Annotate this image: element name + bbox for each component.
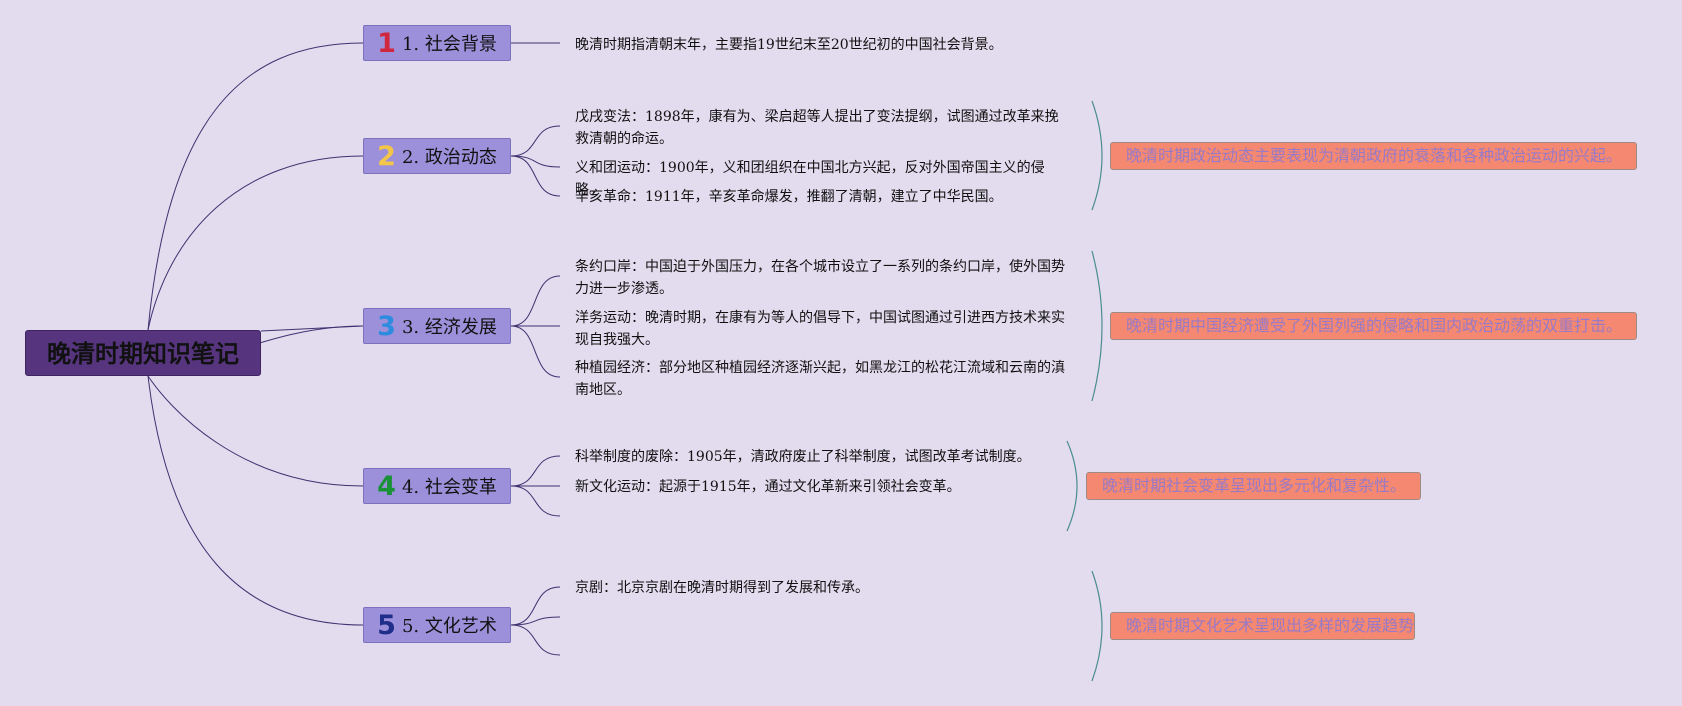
root-node[interactable]: 晚清时期知识笔记 xyxy=(25,330,261,376)
number-4-icon: 4 xyxy=(377,470,396,502)
note-2-3: 辛亥革命：1911年，辛亥革命爆发，推翻了清朝，建立了中华民国。 xyxy=(575,189,1003,205)
note-link-2-2 xyxy=(510,155,561,168)
note-2-2: 义和团运动：1900年，义和团组织在中国北方兴起，反对外国帝国主义的侵略。 xyxy=(575,160,1045,198)
note-3-3: 种植园经济：部分地区种植园经济逐渐兴起，如黑龙江的松花江流域和云南的滇南地区。 xyxy=(575,360,1065,398)
root-link-2 xyxy=(147,155,364,331)
topic-node-5[interactable]: 5 5. 文化艺术 xyxy=(363,607,511,643)
number-1-icon: 1 xyxy=(377,27,396,59)
number-3-icon: 3 xyxy=(377,310,396,342)
note-link-5-3 xyxy=(510,624,561,656)
topic-label-5: 5. 文化艺术 xyxy=(401,616,497,637)
topic-label-4: 4. 社会变革 xyxy=(401,477,497,498)
number-5-icon: 5 xyxy=(377,609,396,641)
root-link-1 xyxy=(147,42,364,331)
summary-bracket-2 xyxy=(1091,100,1103,211)
note-link-2-1 xyxy=(510,125,561,157)
note-5-1: 京剧：北京京剧在晚清时期得到了发展和传承。 xyxy=(575,580,869,596)
topic-label-1: 1. 社会背景 xyxy=(401,34,497,55)
root-link-side xyxy=(260,325,364,332)
summary-bracket-5 xyxy=(1091,570,1103,682)
note-link-5-2 xyxy=(510,616,561,626)
summary-box-2[interactable]: 晚清时期政治动态主要表现为清朝政府的衰落和各种政治运动的兴起。 xyxy=(1110,142,1637,170)
summary-box-5[interactable]: 晚清时期文化艺术呈现出多样的发展趋势。 xyxy=(1110,612,1415,640)
note-link-2-3 xyxy=(510,155,561,197)
note-link-5-1 xyxy=(510,586,561,626)
summary-box-3[interactable]: 晚清时期中国经济遭受了外国列强的侵略和国内政治动荡的双重打击。 xyxy=(1110,312,1637,340)
topic-node-3[interactable]: 3 3. 经济发展 xyxy=(363,308,511,344)
topic-node-1[interactable]: 1 1. 社会背景 xyxy=(363,25,511,61)
note-link-3-3 xyxy=(510,325,561,378)
note-2-1: 戊戌变法：1898年，康有为、梁启超等人提出了变法提纲，试图通过改革来挽救清朝的… xyxy=(575,109,1059,147)
root-link-5 xyxy=(147,375,364,626)
summary-bracket-3 xyxy=(1091,250,1103,402)
note-3-1: 条约口岸：中国迫于外国压力，在各个城市设立了一系列的条约口岸，使外国势力进一步渗… xyxy=(575,259,1065,297)
note-3-2: 洋务运动：晚清时期，在康有为等人的倡导下，中国试图通过引进西方技术来实现自我强大… xyxy=(575,310,1065,348)
note-4-2: 新文化运动：起源于1915年，通过文化革新来引领社会变革。 xyxy=(575,479,961,495)
number-2-icon: 2 xyxy=(377,140,396,172)
root-link-4 xyxy=(147,375,364,487)
topic-label-2: 2. 政治动态 xyxy=(401,147,497,168)
topic-node-4[interactable]: 4 4. 社会变革 xyxy=(363,468,511,504)
topic-label-3: 3. 经济发展 xyxy=(401,317,497,338)
note-4-1: 科举制度的废除：1905年，清政府废止了科举制度，试图改革考试制度。 xyxy=(575,449,1031,465)
note-link-3-1 xyxy=(510,275,561,327)
topic-node-2[interactable]: 2 2. 政治动态 xyxy=(363,138,511,174)
note-link-4-1 xyxy=(510,455,561,487)
summary-bracket-4 xyxy=(1066,440,1078,532)
note-link-4-3 xyxy=(510,485,561,517)
note-1-1: 晚清时期指清朝末年，主要指19世纪末至20世纪初的中国社会背景。 xyxy=(575,37,1003,53)
summary-box-4[interactable]: 晚清时期社会变革呈现出多元化和复杂性。 xyxy=(1086,472,1421,500)
